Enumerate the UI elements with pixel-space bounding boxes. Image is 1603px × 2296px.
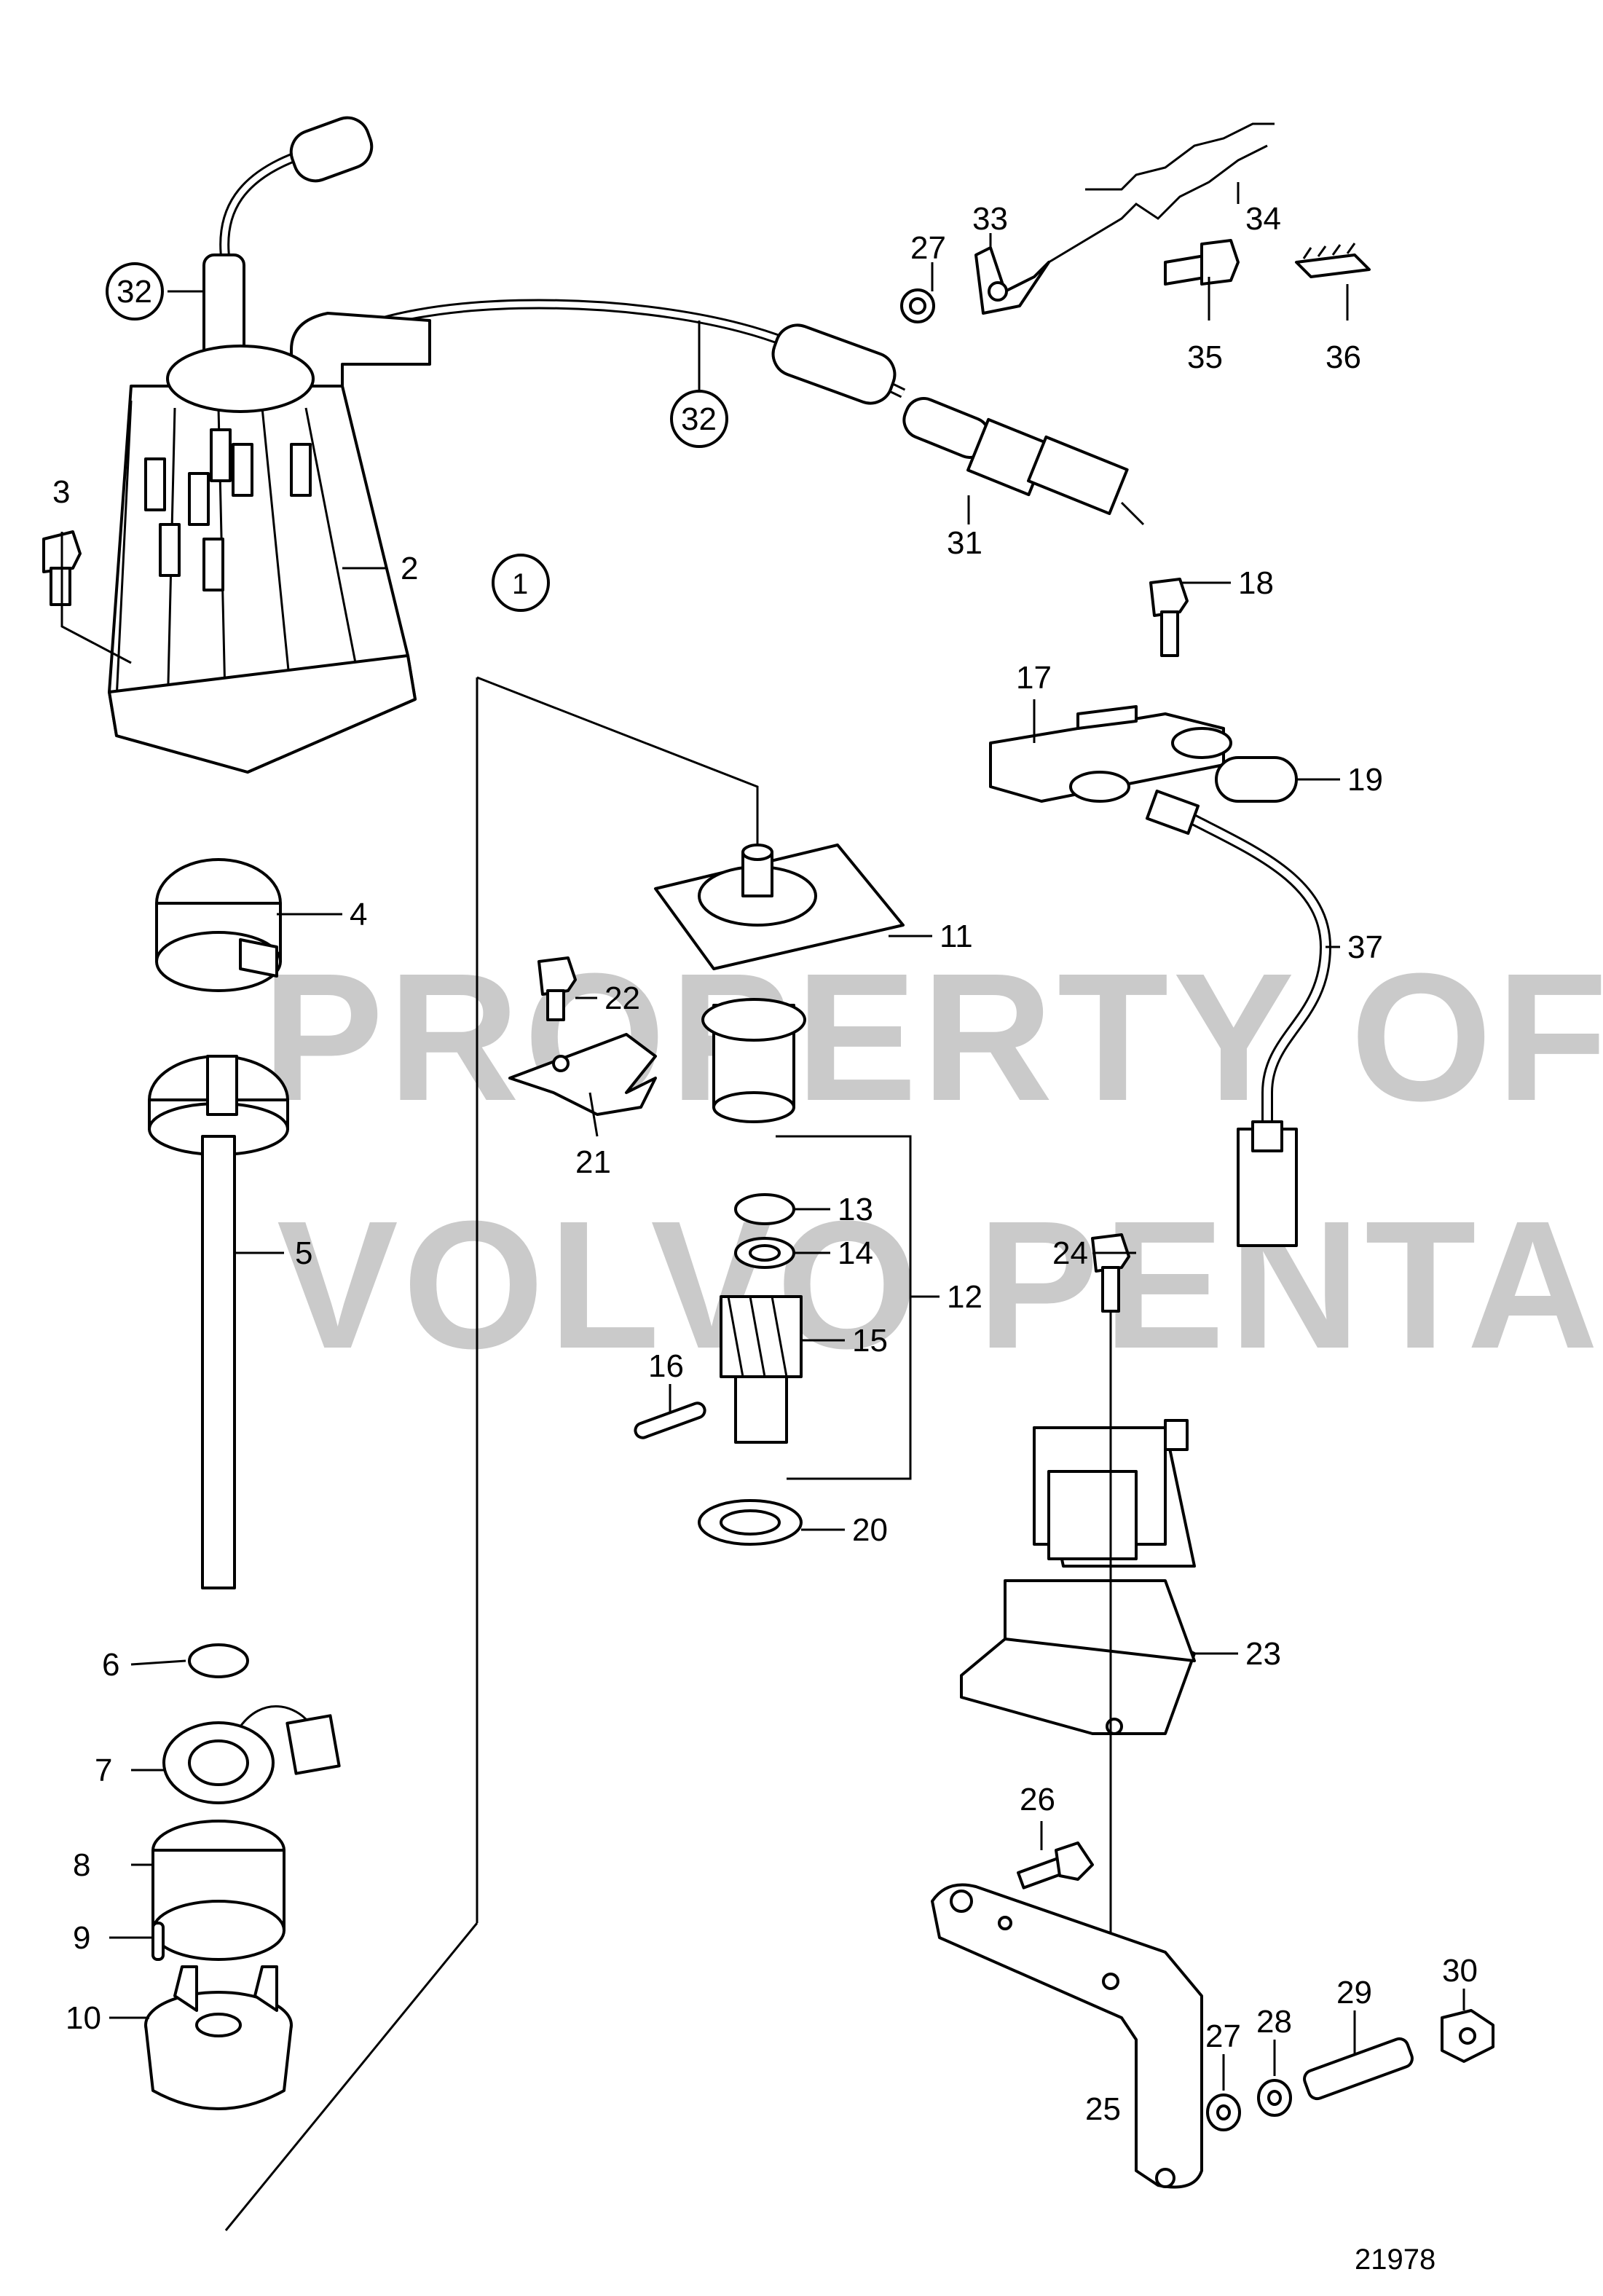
callout-14: 14 — [838, 1235, 873, 1271]
watermark-line-1: PROPERTY OF — [262, 935, 1603, 1139]
callout-31: 31 — [947, 525, 982, 561]
callout-34: 34 — [1245, 201, 1281, 237]
callout-9: 9 — [73, 1920, 90, 1956]
callout-25: 25 — [1085, 2091, 1121, 2127]
bracket-screw — [1017, 1841, 1094, 1890]
callout-17: 17 — [1016, 660, 1052, 696]
distributor-cap — [108, 345, 417, 774]
ignition-coil — [960, 1419, 1196, 1735]
callout-6: 6 — [102, 1647, 119, 1683]
callout-35: 35 — [1187, 339, 1223, 375]
callout-32-a: 32 — [117, 274, 152, 310]
housing-base — [144, 1965, 293, 2110]
callout-27-b: 27 — [1205, 2018, 1241, 2054]
retaining-pin — [151, 1922, 165, 1961]
pickup-coil — [162, 1705, 341, 1804]
spark-plug — [902, 397, 1145, 526]
callout-11: 11 — [940, 919, 973, 954]
assembly-bracket-line — [476, 676, 759, 852]
callout-16: 16 — [648, 1348, 684, 1384]
callout-27-a: 27 — [910, 230, 946, 266]
callout-circle-1 — [492, 554, 550, 612]
callout-32-b: 32 — [681, 401, 717, 437]
distributor-shaft — [148, 1055, 289, 1589]
coil-screw — [1091, 1233, 1130, 1981]
callout-circle-32-b — [670, 390, 728, 448]
callout-33: 33 — [972, 201, 1008, 237]
callout-15: 15 — [852, 1323, 888, 1359]
callout-13: 13 — [838, 1192, 873, 1227]
stud-washer-nut-set — [1206, 2009, 1494, 2131]
pole-piece-sleeve — [151, 1820, 285, 1961]
callout-circle-32-a — [106, 262, 164, 321]
clip-bracket-assembly — [900, 122, 1371, 323]
callout-labels: 32 32 1 3 2 4 5 6 7 8 9 10 11 12 13 14 1… — [52, 201, 1478, 2276]
assembly-label: 1 — [512, 568, 528, 600]
callout-24: 24 — [1052, 1235, 1088, 1271]
callout-26: 26 — [1020, 1782, 1055, 1817]
callout-8: 8 — [73, 1847, 90, 1883]
watermark: PROPERTY OF VOLVO PENTA — [262, 935, 1603, 1386]
rotor — [155, 858, 282, 992]
callout-10: 10 — [66, 2000, 101, 2036]
callout-23: 23 — [1245, 1636, 1281, 1672]
callout-12: 12 — [947, 1279, 982, 1315]
callout-18: 18 — [1238, 565, 1274, 601]
figure-number: 21978 — [1355, 2244, 1435, 2276]
callout-2: 2 — [401, 551, 418, 586]
watermark-line-2: VOLVO PENTA — [277, 1183, 1603, 1386]
leader-lines — [60, 182, 1465, 2156]
callout-21: 21 — [575, 1144, 611, 1180]
callout-20: 20 — [852, 1512, 888, 1548]
drive-gear-assembly — [634, 1193, 803, 1546]
lock-washer — [188, 1643, 249, 1678]
callout-37: 37 — [1347, 929, 1383, 965]
callout-22: 22 — [604, 980, 640, 1016]
ignition-module — [989, 578, 1298, 803]
callout-7: 7 — [95, 1753, 112, 1788]
distributor-housing-plate — [654, 844, 905, 1123]
callout-4: 4 — [350, 897, 367, 932]
retainer-fork — [508, 956, 657, 1116]
callout-19: 19 — [1347, 762, 1383, 798]
assembly-frame-diagonal — [224, 1922, 478, 2231]
callout-36: 36 — [1326, 339, 1361, 375]
callout-29: 29 — [1336, 1975, 1372, 2010]
callout-3: 3 — [52, 474, 70, 510]
callout-5: 5 — [295, 1235, 312, 1271]
mounting-bracket — [931, 1883, 1203, 2189]
wiring-harness — [1145, 789, 1332, 1247]
ignition-lead-horizontal — [290, 299, 906, 409]
callout-30: 30 — [1442, 1953, 1478, 1989]
callout-28: 28 — [1256, 2004, 1292, 2040]
